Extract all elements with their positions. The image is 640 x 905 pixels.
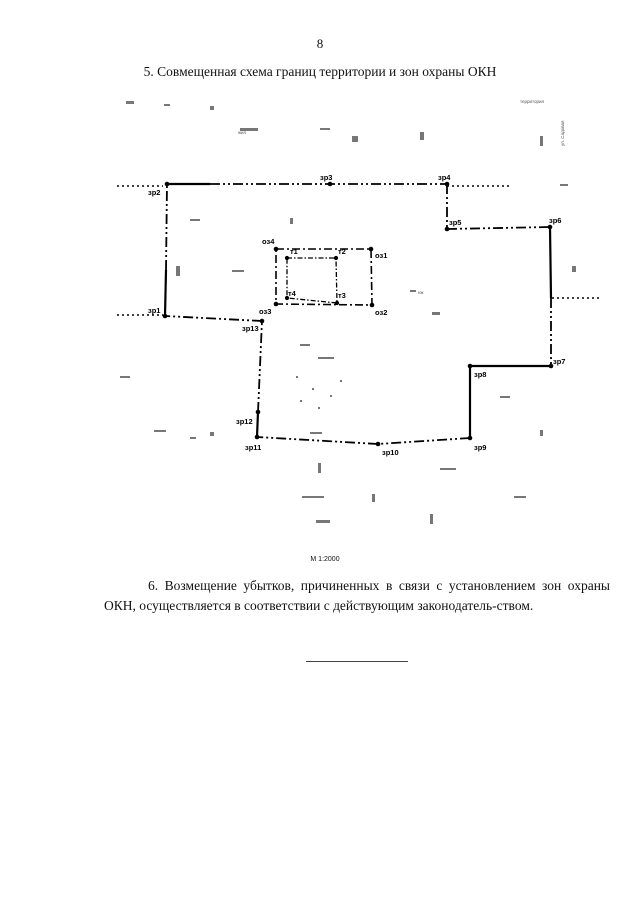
- point-label-zr7: зр7: [553, 357, 565, 366]
- point-label-oz2: оз2: [375, 308, 387, 317]
- divider-line: [306, 661, 408, 662]
- scale-label: М 1:2000: [310, 556, 340, 563]
- boundary-points: [162, 181, 554, 447]
- map-label-zhilaya: жил: [238, 130, 247, 135]
- zone-boundary-segment: [163, 269, 168, 317]
- zone-boundary-segment: [164, 315, 263, 322]
- zone-boundary-segment: [256, 436, 379, 445]
- point-label-t1: т1: [290, 247, 298, 256]
- point-label-oz3: оз3: [259, 307, 271, 316]
- zone-boundary-segment: [165, 183, 168, 271]
- point-label-zr2: зр2: [148, 188, 160, 197]
- point-label-oz1: оз1: [375, 251, 387, 260]
- background-text: территория ул. Садовая жил нж: [238, 99, 565, 295]
- zone-boundary-segment: [548, 226, 553, 299]
- point-label-zr1: зр1: [148, 306, 160, 315]
- point-label-zr5: зр5: [449, 218, 461, 227]
- point-label-t4: т4: [288, 289, 297, 298]
- point-label-oz4: оз4: [262, 237, 275, 246]
- point-label-zr11: зр11: [245, 443, 261, 452]
- point-label-zr8: зр8: [474, 370, 486, 379]
- background-markings: [120, 101, 576, 524]
- map-label-nezh: нж: [418, 290, 424, 295]
- page-number: 8: [316, 36, 324, 51]
- zone-boundary-segment: [446, 226, 551, 230]
- zone-boundary-segment: [257, 320, 263, 413]
- map-label-territoriya: территория: [520, 99, 545, 104]
- zone-boundary-segment: [255, 411, 260, 438]
- territory-boundary: [286, 257, 338, 304]
- point-label-zr10: зр10: [382, 448, 399, 457]
- point-label-zr4: зр4: [438, 173, 451, 182]
- point-label-zr3: зр3: [320, 173, 332, 182]
- point-label-t3: т3: [338, 291, 346, 300]
- paragraph-6: 6. Возмещение убытков, причиненных в свя…: [104, 578, 610, 613]
- point-label-zr12: зр12: [236, 417, 253, 426]
- point-label-zr9: зр9: [474, 443, 486, 452]
- point-label-zr6: зр6: [549, 216, 561, 225]
- section-title: 5. Совмещенная схема границ территории и…: [143, 64, 497, 79]
- point-label-zr13: зр13: [242, 324, 259, 333]
- point-label-t2: т2: [338, 247, 346, 256]
- zone-boundary-segment: [377, 437, 471, 445]
- map-label-street: ул. Садовая: [560, 120, 565, 146]
